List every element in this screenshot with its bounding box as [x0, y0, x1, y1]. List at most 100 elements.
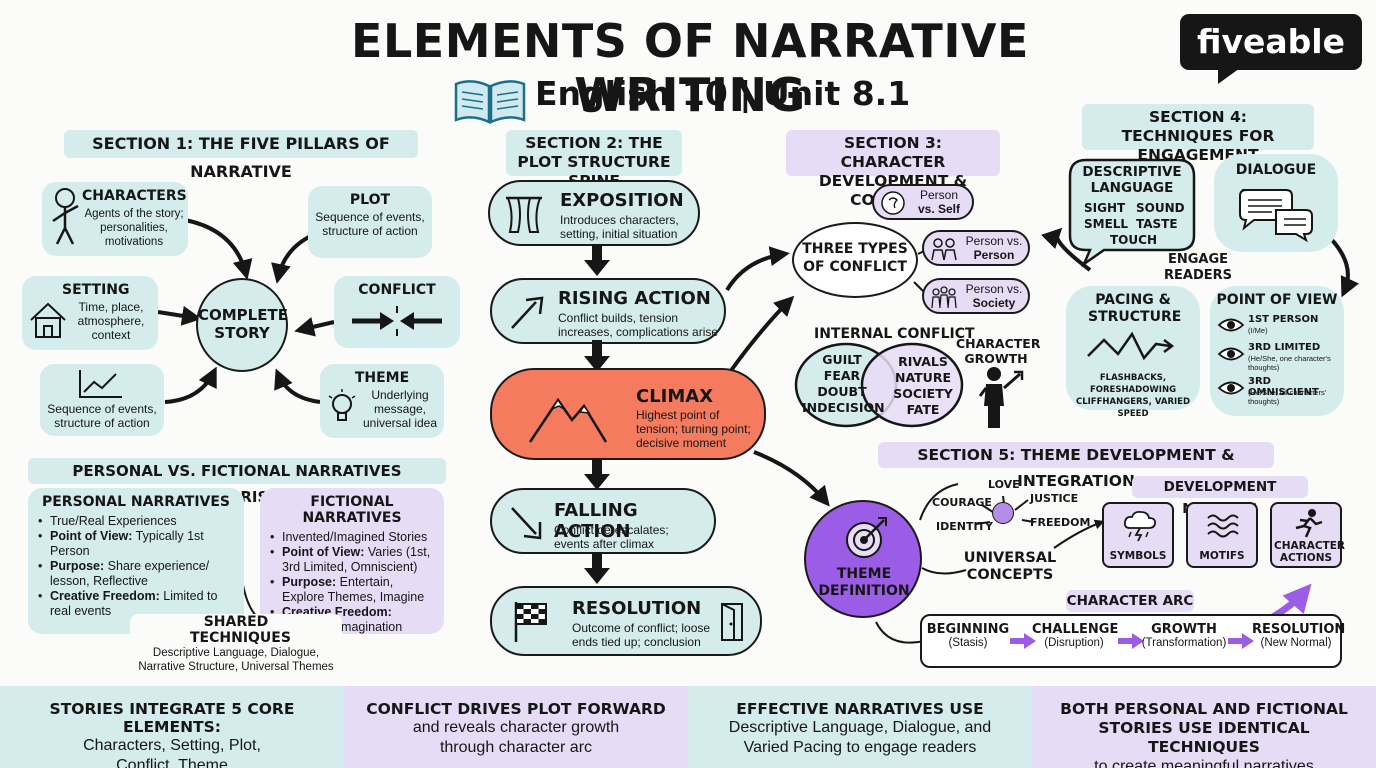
down-arrow-icon	[584, 458, 610, 497]
person-growth-icon	[976, 366, 1026, 435]
concept-item: JUSTICE	[1030, 492, 1079, 505]
internal-item: FATE	[906, 402, 940, 417]
footer-text: Descriptive Language, Dialogue, and Vari…	[728, 719, 992, 756]
zigzag-icon	[1086, 330, 1176, 369]
type-label: vs. Self	[917, 202, 961, 216]
section4-title: SECTION 4: TECHNIQUES FOR ENGAGEMENT	[1082, 104, 1314, 164]
pov-item-title: 3RD OMNISCIENT	[1248, 376, 1319, 398]
concept-item: COURAGE	[932, 496, 992, 509]
storm-cloud-icon	[1123, 510, 1157, 542]
dialogue-title: DIALOGUE	[1235, 162, 1317, 178]
section2-title: SECTION 2: THE PLOT STRUCTURE SPINE	[506, 130, 682, 190]
checkered-flag-icon	[512, 600, 552, 649]
sequence-text: Sequence of events, structure of action	[47, 402, 157, 430]
method-label: CHARACTER ACTIONS	[1274, 540, 1345, 564]
footer-title: STORIES INTEGRATE 5 CORE ELEMENTS:	[49, 700, 295, 736]
concept-item: FREEDOM	[1030, 516, 1091, 529]
clash-arrows-icon	[350, 304, 444, 343]
fictional-list: Invented/Imagined Stories Point of View:…	[270, 530, 434, 635]
footer-title: EFFECTIVE NARRATIVES USE	[736, 700, 984, 718]
door-icon	[718, 602, 748, 647]
personal-list: True/Real Experiences Point of View: Typ…	[38, 514, 234, 619]
resolution-text: Outcome of conflict; loose ends tied up;…	[572, 621, 711, 649]
down-arrow-icon	[584, 552, 610, 591]
type-label: Person	[973, 248, 1015, 262]
exposition-stage: EXPOSITION Introduces characters, settin…	[488, 180, 700, 246]
house-icon	[28, 300, 68, 345]
theme-card: THEME Underlying message, universal idea	[320, 364, 444, 438]
footer-text: Characters, Setting, Plot, Conflict, The…	[83, 737, 261, 768]
climax-stage: CLIMAX Highest point of tension; turning…	[490, 368, 766, 460]
internal-item: INDECISION	[802, 400, 885, 415]
book-icon	[452, 76, 528, 131]
concept-item: IDENTITY	[936, 520, 994, 533]
sense-label: TOUCH	[1110, 233, 1157, 247]
sense-label: SMELL	[1084, 217, 1129, 231]
footer-panel: STORIES INTEGRATE 5 CORE ELEMENTS: Chara…	[0, 686, 344, 768]
footer-text: to create meaningful narratives	[1094, 758, 1314, 768]
shared-techniques: SHARED TECHNIQUES Descriptive Language, …	[130, 614, 342, 674]
arc-stage-sub: (Stasis)	[948, 637, 988, 649]
pov-item-sub: (He/She, one character's thoughts)	[1248, 354, 1331, 372]
engage-readers-label: ENGAGE READERS	[1164, 252, 1232, 283]
list-item: Purpose: Entertain, Explore Themes, Imag…	[270, 575, 434, 605]
pacing-title: PACING & STRUCTURE	[1088, 292, 1182, 325]
falling-action-stage: FALLING ACTION Conflict de-escalates; ev…	[490, 488, 716, 554]
conflict-type-society: Person vs.Society	[922, 278, 1030, 314]
character-arc-strip: BEGINNING(Stasis) CHALLENGE(Disruption) …	[920, 614, 1346, 668]
plot-card: PLOT Sequence of events, structure of ac…	[308, 186, 432, 258]
rising-action-stage: RISING ACTION Conflict builds, tension i…	[490, 278, 726, 344]
pov-item: 1ST PERSON (I/Me)	[1217, 314, 1342, 342]
speech-bubbles-icon	[1236, 186, 1316, 247]
internal-item: SOCIETY	[893, 386, 953, 401]
page-subtitle: English 10 | Unit 8.1	[535, 74, 911, 113]
character-arc-title: CHARACTER ARC	[1066, 590, 1194, 612]
arc-stage-sub: (New Normal)	[1260, 637, 1332, 649]
setting-title: SETTING	[62, 282, 130, 298]
method-motifs: MOTIFS	[1186, 502, 1258, 568]
list-item: Point of View: Varies (1st, 3rd Limited,…	[270, 545, 434, 575]
eye-icon	[1217, 381, 1245, 395]
list-item: Point of View: Typically 1st Person	[38, 529, 234, 559]
exposition-text: Introduces characters, setting, initial …	[560, 213, 679, 241]
characters-card: CHARACTERS Agents of the story; personal…	[42, 182, 188, 256]
section1-title: SECTION 1: THE FIVE PILLARS OF NARRATIVE	[64, 130, 418, 181]
method-symbols: SYMBOLS	[1102, 502, 1174, 568]
logo-text: fiveable	[1197, 22, 1345, 61]
down-arrow-icon	[584, 340, 610, 379]
internal-item: NATURE	[894, 370, 951, 385]
internal-item: RIVALS	[898, 354, 948, 369]
type-label: Society	[972, 296, 1016, 310]
resolution-title: RESOLUTION	[572, 598, 702, 619]
falling-arrow-icon	[508, 504, 548, 547]
pov-item-sub: (He/She, All characters' thoughts)	[1248, 388, 1327, 406]
arc-stage-sub: (Transformation)	[1141, 637, 1227, 649]
conflict-card: CONFLICT	[334, 276, 460, 348]
stick-figure-icon	[48, 188, 82, 251]
theme-definition-label: THEME DEFINITION	[818, 566, 910, 599]
theme-title: THEME	[354, 370, 410, 386]
plot-text: Sequence of events, structure of action	[315, 210, 425, 238]
down-arrow-icon	[584, 244, 610, 283]
comparison-title: PERSONAL VS. FICTIONAL NARRATIVES COMPAR…	[28, 458, 446, 506]
three-types-circle: THREE TYPES OF CONFLICT	[792, 222, 918, 298]
section3-title: SECTION 3: CHARACTER DEVELOPMENT & CONFL…	[786, 130, 1000, 209]
conflict-type-person: Person vs.Person	[922, 230, 1030, 266]
list-item: Creative Freedom: Limited to real events	[38, 589, 234, 619]
complete-story-circle: COMPLETE STORY	[196, 278, 288, 372]
resolution-stage: RESOLUTION Outcome of conflict; loose en…	[490, 586, 762, 656]
arc-stage-title: CHALLENGE	[1032, 622, 1119, 637]
arc-stage-sub: (Disruption)	[1044, 637, 1104, 649]
conflict-title: CONFLICT	[358, 282, 436, 298]
point-of-view-card: POINT OF VIEW 1ST PERSON (I/Me) 3RD LIMI…	[1210, 286, 1344, 416]
exposition-title: EXPOSITION	[560, 190, 684, 211]
pov-item-title: 1ST PERSON	[1248, 314, 1319, 325]
characters-title: CHARACTERS	[82, 188, 187, 204]
trend-chart-icon	[76, 368, 124, 405]
arc-stage: RESOLUTION(New Normal)	[1252, 622, 1346, 649]
running-person-icon	[1295, 509, 1323, 538]
target-icon	[844, 516, 888, 565]
purple-arrow-icon	[1228, 633, 1254, 649]
arc-stage-title: RESOLUTION	[1252, 622, 1346, 637]
